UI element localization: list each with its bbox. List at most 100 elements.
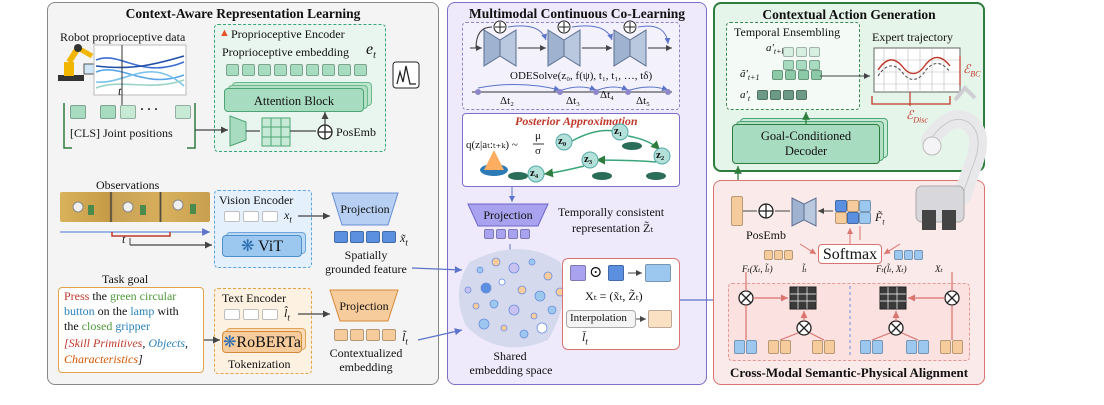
proprio-embedding-label: Proprioceptive embedding xyxy=(222,45,349,59)
temporal-rep-cell xyxy=(484,229,494,239)
temporal-rep-cell xyxy=(508,229,518,239)
l-bar-symbol: l̄t xyxy=(582,330,588,346)
t2-label: t xyxy=(122,232,126,246)
f-tilde-label: F̃t xyxy=(875,210,885,226)
a-tk-label: a′t+k xyxy=(766,42,785,56)
l-hat-sub: t xyxy=(287,312,290,323)
align-cell-blue-m xyxy=(872,340,883,354)
fused-feature-cell xyxy=(835,212,847,224)
goal-line5: Characteristics] xyxy=(64,352,143,367)
align-cell-blue-m xyxy=(860,340,871,354)
attention-block: Attention Block xyxy=(224,88,364,112)
e-t-sub: t xyxy=(373,50,376,62)
fused-feature-cell xyxy=(835,200,847,212)
ens-row-1 xyxy=(785,70,796,80)
ens-row-1-highlight xyxy=(796,60,807,70)
softmax-box: Softmax xyxy=(818,244,882,264)
a-t-label: a′t xyxy=(740,89,750,103)
align-cell-blue-r xyxy=(906,340,917,354)
temporal-ensembling-label: Temporal Ensembling xyxy=(734,25,841,39)
representation-label: representation Z̃ₜ xyxy=(572,221,654,235)
fusion-cell-blue xyxy=(608,265,624,281)
comma-2: , xyxy=(184,336,188,350)
temporal-rep-cell xyxy=(496,229,506,239)
proprio-embedding-cell xyxy=(242,64,255,76)
observations-label: Observations xyxy=(96,178,160,192)
ens-row-1 xyxy=(798,70,809,80)
softmax-left-cell xyxy=(774,250,783,260)
projection1-label: Projection xyxy=(340,202,390,216)
a-t1-sub: t+1 xyxy=(747,73,760,83)
embedding-point xyxy=(536,322,548,334)
interp-grid xyxy=(648,310,672,328)
softmax-right-cell xyxy=(894,250,903,260)
text-embedding-cell xyxy=(224,309,240,320)
contextualized-label: Contextualized xyxy=(329,346,403,360)
x-t-right-label: Xₜ xyxy=(935,264,943,274)
goal-on: on the xyxy=(94,304,131,318)
goal-line1: Press the green circular xyxy=(64,289,176,304)
proprio-embedding-cell xyxy=(354,64,367,76)
proprio-encoder-label: Proprioceptive Encoder xyxy=(231,27,345,41)
dt5-label: Δt₅ xyxy=(636,95,650,107)
q-expression: q(z|aₜ:ₜ₊ₖ) ~ xyxy=(466,139,518,151)
embedding-point xyxy=(519,329,529,339)
f-tilde-main: F̃ xyxy=(875,210,883,224)
vision-encoder-label: Vision Encoder xyxy=(219,193,294,207)
e-t-symbol: et xyxy=(366,41,376,61)
e-bc-sub: BC xyxy=(970,69,981,79)
decoder-line2: Decoder xyxy=(784,144,828,158)
a-t1-main: ã′ xyxy=(740,68,748,80)
softmax-right-cell xyxy=(914,250,923,260)
x-tilde-main: x̃ xyxy=(400,231,406,245)
a-tk-sub: t+k xyxy=(773,47,786,57)
goal-lamp: lamp xyxy=(130,304,155,318)
softmax-left-cell xyxy=(764,250,773,260)
posemb-bar xyxy=(731,196,743,226)
ens-row-k xyxy=(783,47,794,57)
x-t-main: x xyxy=(284,208,290,222)
goal-button: button xyxy=(64,304,95,318)
embedding-point xyxy=(476,266,484,274)
action-generation-title: Contextual Action Generation xyxy=(762,7,936,22)
spatially-label: Spatially xyxy=(344,248,388,262)
goal-green: green circular xyxy=(110,289,177,303)
a-t1-label: ã′t+1 xyxy=(740,68,760,82)
skill-primitives: [Skill Primitives xyxy=(64,336,143,350)
fused-feature-cell xyxy=(847,200,859,212)
proprio-embedding-cell xyxy=(226,64,239,76)
roberta-label: RoBERTa xyxy=(236,334,301,351)
shared-label: Shared xyxy=(493,349,527,363)
align-cell-orange-m xyxy=(812,340,823,354)
goal-gripper: gripper xyxy=(112,319,150,333)
embedding-point xyxy=(472,302,480,310)
z2-label: z₂ xyxy=(656,149,665,161)
e-bc-main: ℰ xyxy=(963,62,971,76)
goal-the2: the xyxy=(64,319,82,333)
embedding-point xyxy=(528,258,536,266)
context-aware-title: Context-Aware Representation Learning xyxy=(125,6,361,21)
embedding-space-label: embedding space xyxy=(469,363,553,377)
goal-the: the xyxy=(89,289,111,303)
f-right-label: Fₜ(l̃ₜ, Xₜ) xyxy=(876,264,907,274)
fusion-grid xyxy=(645,264,671,282)
z1-label: z₁ xyxy=(614,125,623,137)
embedding-point xyxy=(478,318,490,330)
proprio-embedding-cell xyxy=(290,64,303,76)
text-embedding-cell xyxy=(262,309,278,320)
vit-block: ❋ ViT xyxy=(222,235,302,257)
ens-row-1 xyxy=(772,70,783,80)
ens-row-k xyxy=(809,47,820,57)
ens-row-0 xyxy=(757,90,768,100)
e-disc-sub: Disc xyxy=(913,115,928,125)
a-tk-main: a′ xyxy=(766,42,774,54)
